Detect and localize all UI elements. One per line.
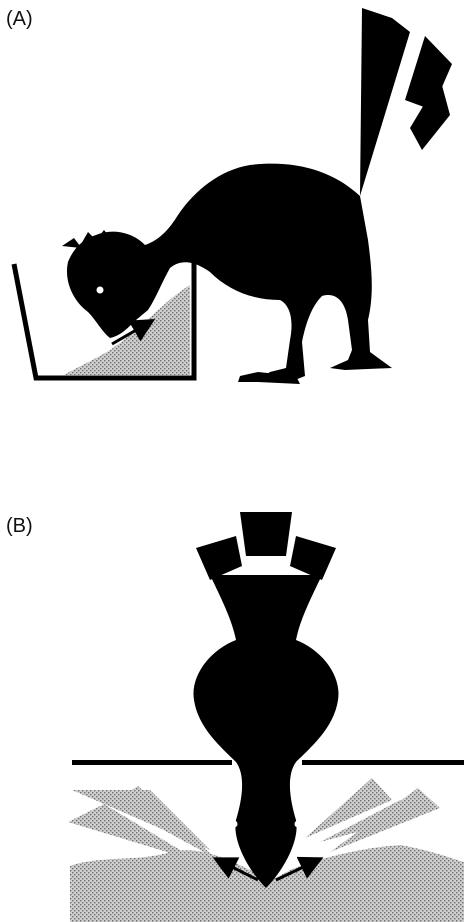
- hen-eye-right: [295, 821, 302, 828]
- hen-eye: [97, 287, 104, 294]
- trough-rim-left: [72, 760, 232, 765]
- trough-rim-right: [302, 760, 464, 765]
- panel-a: [14, 8, 452, 384]
- hen-side-silhouette-icon: [62, 8, 452, 384]
- panel-b: [68, 512, 464, 922]
- hen-eye-left: [231, 821, 238, 828]
